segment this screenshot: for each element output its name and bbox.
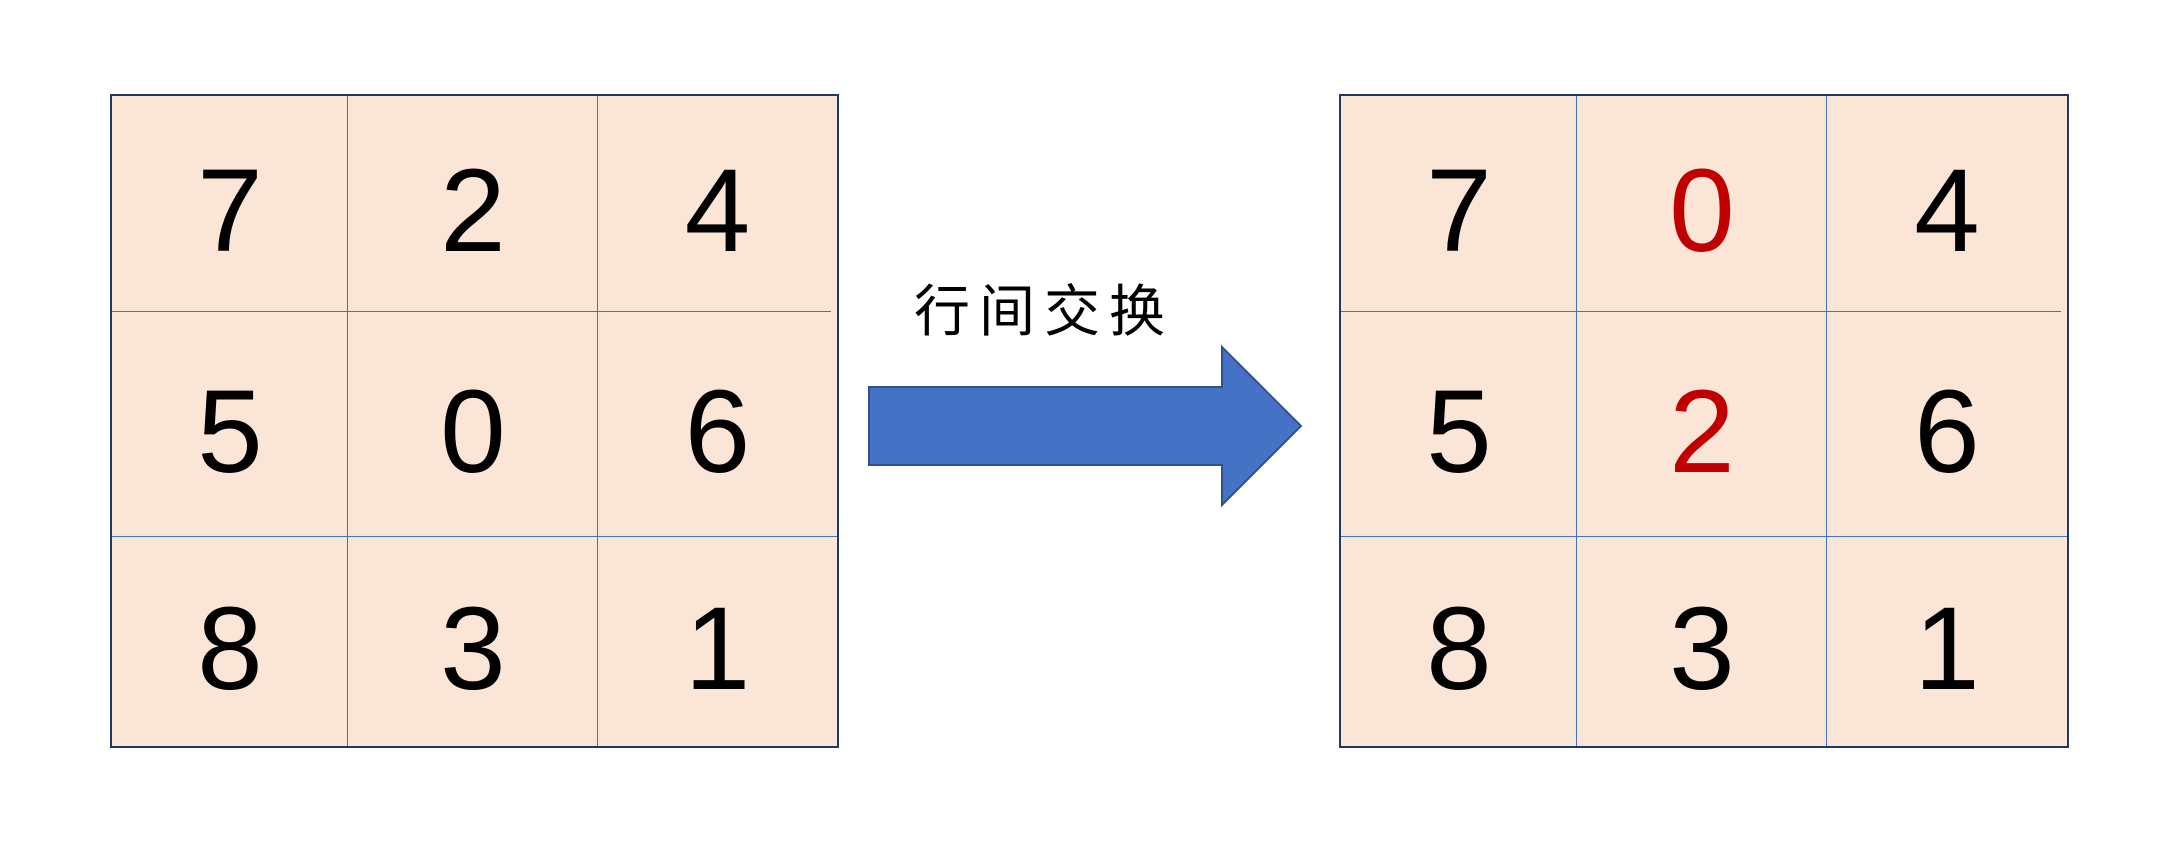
- after-cell-r0-c2: 4: [1914, 145, 1980, 277]
- after-cell-r0-c0: 7: [1426, 145, 1492, 277]
- after-grid-divider: [1576, 96, 1577, 746]
- after-grid-divider: [1341, 311, 2061, 312]
- before-grid-divider: [112, 536, 837, 537]
- before-grid-divider: [347, 96, 348, 746]
- right-arrow-icon: [868, 344, 1303, 508]
- after-cell-r2-c0: 8: [1426, 582, 1492, 715]
- after-grid: 7 0 4 5 2 6 8 3 1: [1339, 94, 2069, 748]
- after-cell-r1-c0: 5: [1426, 365, 1492, 498]
- before-cell-r2-c2: 1: [684, 582, 751, 715]
- before-cell-r0-c0: 7: [197, 145, 263, 277]
- before-cell-r2-c1: 3: [440, 582, 506, 715]
- before-cell-r0-c2: 4: [684, 145, 751, 277]
- before-grid-divider: [597, 96, 598, 746]
- before-cell-r2-c0: 8: [197, 582, 263, 715]
- before-grid: 7 2 4 5 0 6 8 3 1: [110, 94, 839, 748]
- after-grid-divider: [1341, 536, 2067, 537]
- before-cell-r1-c0: 5: [197, 365, 263, 498]
- operation-label: 行间交换: [914, 280, 1174, 345]
- before-cell-r1-c1: 0: [440, 365, 506, 498]
- after-cell-r1-c1-highlighted: 2: [1669, 365, 1735, 498]
- before-grid-divider: [112, 311, 831, 312]
- after-cell-r2-c2: 1: [1914, 582, 1980, 715]
- before-cell-r1-c2: 6: [684, 365, 751, 498]
- after-cell-r0-c1-highlighted: 0: [1669, 145, 1735, 277]
- after-cell-r2-c1: 3: [1669, 582, 1735, 715]
- before-cell-r0-c1: 2: [440, 145, 506, 277]
- after-grid-divider: [1826, 96, 1827, 746]
- after-cell-r1-c2: 6: [1914, 365, 1980, 498]
